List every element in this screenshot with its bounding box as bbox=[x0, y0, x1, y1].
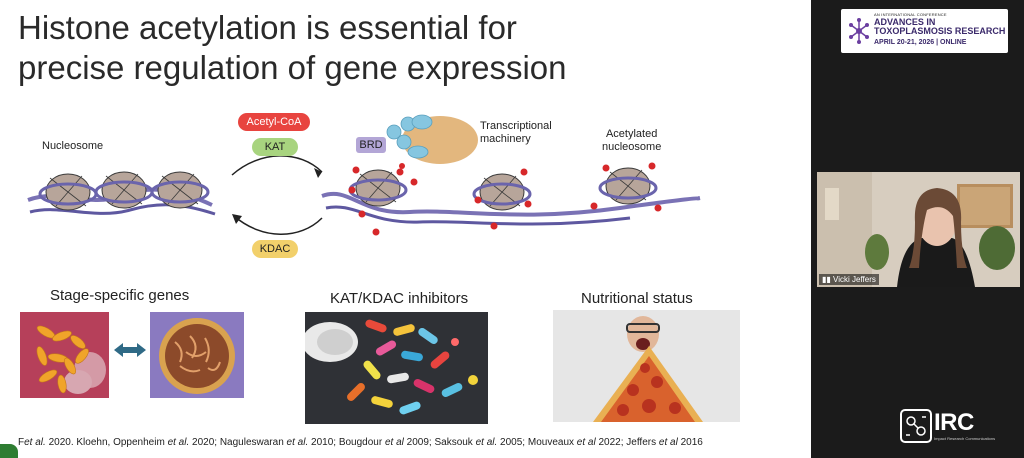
pills-image bbox=[305, 312, 488, 424]
kat-label: KAT bbox=[252, 138, 298, 156]
tachyzoite-image bbox=[20, 312, 109, 398]
bradyzoite-cyst-image bbox=[150, 312, 244, 398]
ref-etal: et al. bbox=[168, 437, 190, 448]
ref-etal: et al. bbox=[476, 437, 498, 448]
irc-logo: IRC Impact Research Communications bbox=[900, 409, 1010, 447]
transcriptional-machinery-line-2: machinery bbox=[480, 133, 531, 145]
acetyl-coa-label: Acetyl-CoA bbox=[238, 113, 310, 131]
double-arrow-icon bbox=[114, 342, 146, 358]
conference-name: ADVANCES IN TOXOPLASMOSIS RESEARCH bbox=[874, 18, 1006, 36]
tachyzoite-illustration bbox=[20, 312, 109, 398]
nutritional-status-heading: Nutritional status bbox=[581, 290, 693, 307]
acetylated-nucleosome-line-2: nucleosome bbox=[602, 141, 661, 153]
ref-fragment: 2020; Naguleswaran bbox=[189, 437, 286, 448]
conference-logo-icon bbox=[846, 17, 872, 45]
participant-name-tag: ▮▮ Vicki Jeffers bbox=[819, 274, 879, 285]
ref-etal: et al bbox=[385, 437, 404, 448]
conference-date: APRIL 20-21, 2026 | ONLINE bbox=[874, 39, 966, 46]
ref-fragment: 2005; Mouveaux bbox=[497, 437, 577, 448]
stage-specific-genes-heading: Stage-specific genes bbox=[50, 287, 189, 304]
kat-kdac-inhibitors-heading: KAT/KDAC inhibitors bbox=[330, 290, 468, 307]
pills-illustration bbox=[305, 312, 488, 424]
ref-fragment: 2010; Bougdour bbox=[308, 437, 385, 448]
irc-logo-text: IRC bbox=[934, 409, 974, 437]
participant-video[interactable]: ▮▮ Vicki Jeffers bbox=[817, 172, 1020, 287]
nutritional-status-image bbox=[553, 310, 740, 422]
bradyzoite-cyst-illustration bbox=[150, 312, 244, 398]
presentation-slide: Histone acetylation is essential for pre… bbox=[0, 0, 811, 458]
ref-fragment: 2016 bbox=[678, 437, 703, 448]
references-text: Fet al. 2020. Kloehn, Oppenheim et al. 2… bbox=[18, 437, 703, 448]
pizza-eater-illustration bbox=[553, 310, 740, 422]
ref-etal: et al bbox=[659, 437, 678, 448]
acetylation-diagram bbox=[0, 0, 811, 290]
brd-label: BRD bbox=[356, 137, 386, 153]
irc-logo-subtext: Impact Research Communications bbox=[934, 436, 995, 441]
acetylated-nucleosome-label: Acetylated nucleosome bbox=[602, 128, 661, 154]
transcriptional-machinery-line-1: Transcriptional bbox=[480, 120, 552, 132]
ref-fragment: 2022; Jeffers bbox=[596, 437, 659, 448]
nucleosome-label: Nucleosome bbox=[42, 140, 103, 153]
acetylated-nucleosome-line-1: Acetylated bbox=[606, 128, 657, 140]
ref-etal: et al bbox=[577, 437, 596, 448]
conference-banner: AN INTERNATIONAL CONFERENCE ADVANCES IN … bbox=[841, 9, 1008, 53]
participant-name: Vicki Jeffers bbox=[833, 275, 876, 284]
nucleosome-3 bbox=[152, 172, 208, 208]
ref-fragment: 2020. Kloehn, Oppenheim bbox=[46, 437, 168, 448]
microphone-icon: ▮▮ bbox=[822, 275, 831, 284]
pen-tool-icon[interactable] bbox=[0, 444, 18, 458]
kdac-label: KDAC bbox=[252, 240, 298, 258]
ref-fragment: 2009; Saksouk bbox=[404, 437, 476, 448]
participant-video-frame bbox=[817, 172, 1020, 287]
nucleosome-1 bbox=[40, 174, 96, 210]
ref-etal: et al. bbox=[287, 437, 309, 448]
acetylated-nucleosome-2 bbox=[474, 169, 532, 230]
transcriptional-machinery-label: Transcriptional machinery bbox=[480, 120, 552, 146]
nucleosome-2 bbox=[96, 172, 152, 208]
irc-emblem-icon bbox=[900, 409, 932, 443]
ref-etal: et al. bbox=[24, 437, 46, 448]
